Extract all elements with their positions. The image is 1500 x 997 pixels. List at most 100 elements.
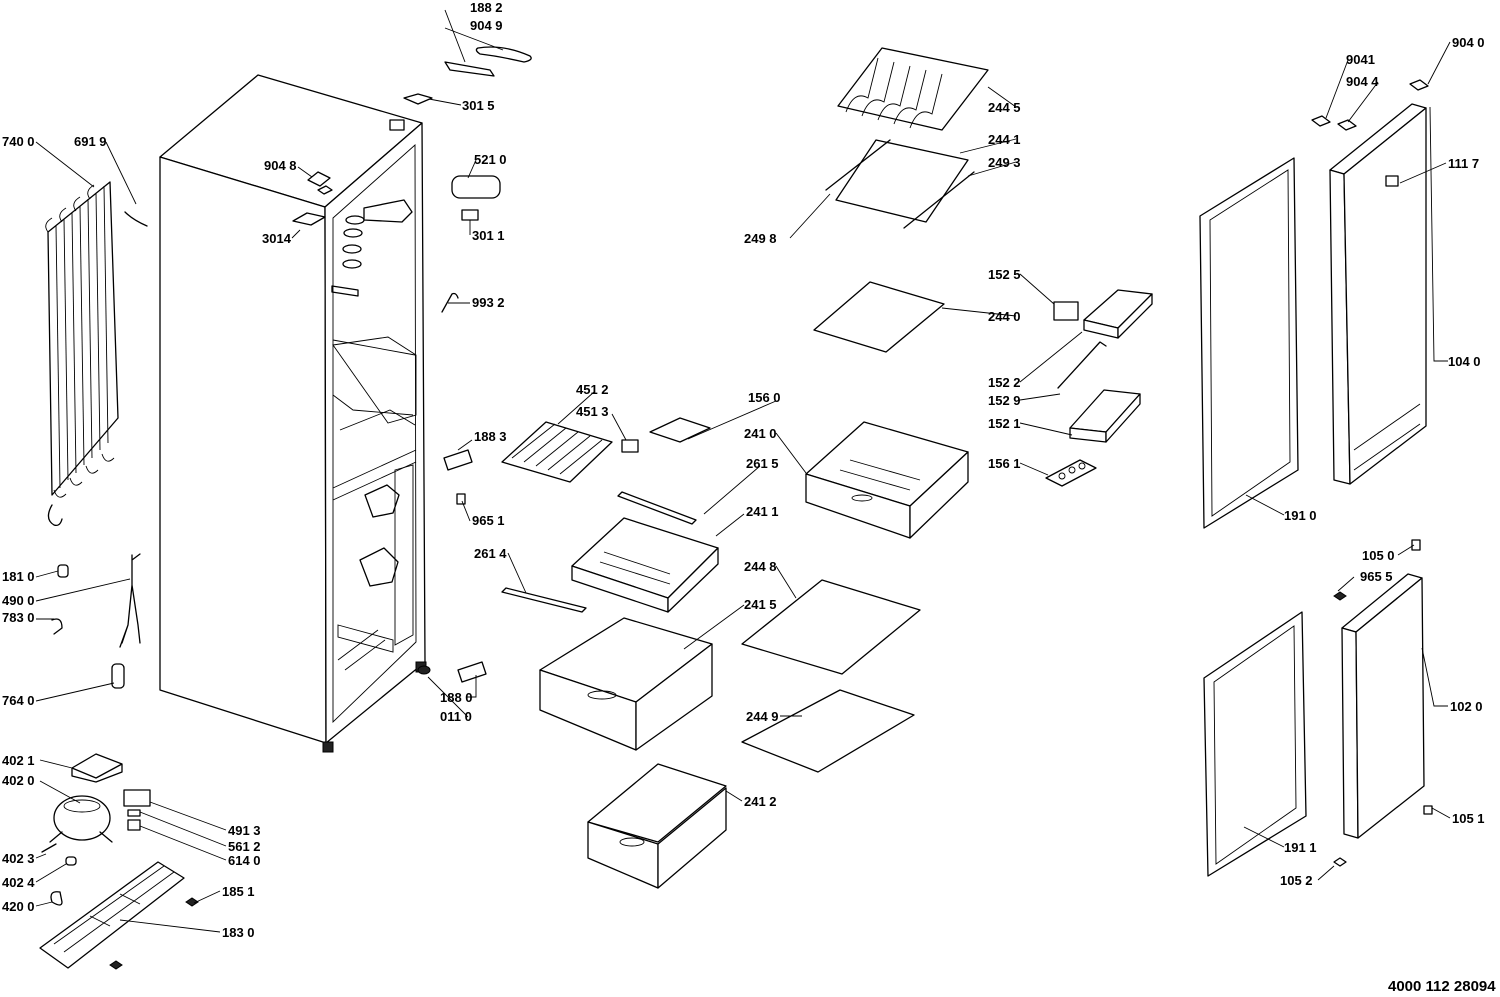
label-244-1: 244 1 (988, 132, 1021, 147)
label-249-3: 249 3 (988, 155, 1021, 170)
cabinet (159, 74, 427, 753)
part-904-8-clip (317, 185, 333, 195)
lower-door-102-0 (1341, 573, 1425, 839)
base-plate (39, 861, 185, 969)
part-188-0 (457, 661, 487, 683)
trim-249-8 (825, 139, 891, 191)
part-011-0 (417, 665, 431, 675)
label-783-0: 783 0 (2, 610, 35, 625)
part-181-0 (57, 564, 69, 578)
label-740-0: 740 0 (2, 134, 35, 149)
part-105-2 (1333, 857, 1347, 867)
label-451-3: 451 3 (576, 404, 609, 419)
label-152-1: 152 1 (988, 416, 1021, 431)
label-105-2: 105 2 (1280, 873, 1313, 888)
part-402-3 (41, 843, 57, 853)
part-614-0 (127, 819, 141, 831)
label-241-0: 241 0 (744, 426, 777, 441)
grid-shelf (501, 421, 613, 483)
part-402-4 (65, 856, 77, 866)
part-183-0-foot (109, 960, 123, 970)
drain-tube (124, 211, 148, 227)
label-965-1: 965 1 (472, 513, 505, 528)
label-402-1: 402 1 (2, 753, 35, 768)
part-402-1 (71, 753, 123, 783)
door-bin-lower (1069, 389, 1141, 443)
part-185-1 (185, 897, 199, 907)
label-241-2: 241 2 (744, 794, 777, 809)
label-614-0: 614 0 (228, 853, 261, 868)
label-904-8: 904 8 (264, 158, 297, 173)
part-152-9 (1057, 341, 1107, 389)
drawer-241-1 (571, 517, 719, 613)
label-402-4: 402 4 (2, 875, 35, 890)
part-904-9 (475, 46, 532, 63)
part-451-3 (621, 439, 639, 453)
ice-tray (649, 417, 711, 443)
drawer-241-0 (805, 421, 969, 539)
label-241-1: 241 1 (746, 504, 779, 519)
drawer-241-2 (587, 763, 727, 889)
label-301-1: 301 1 (472, 228, 505, 243)
label-111-7: 111 7 (1448, 156, 1479, 171)
label-152-5: 152 5 (988, 267, 1021, 282)
label-181-0: 181 0 (2, 569, 35, 584)
label-104-0: 104 0 (1448, 354, 1481, 369)
label-191-1: 191 1 (1284, 840, 1317, 855)
glass-244-0 (813, 281, 945, 353)
label-402-3: 402 3 (2, 851, 35, 866)
label-105-0: 105 0 (1362, 548, 1395, 563)
label-764-0: 764 0 (2, 693, 35, 708)
label-9041: 9041 (1346, 52, 1375, 67)
part-261-5 (617, 491, 697, 525)
label-301-5: 301 5 (462, 98, 495, 113)
part-301-1 (461, 209, 479, 221)
wine-rack-244-5 (837, 47, 989, 131)
label-521-0: 521 0 (474, 152, 507, 167)
label-152-9: 152 9 (988, 393, 1021, 408)
label-156-1: 156 1 (988, 456, 1021, 471)
part-188-2 (444, 61, 495, 77)
door-bin-upper (1083, 289, 1153, 339)
power-cord (119, 553, 141, 648)
part-993-2 (441, 292, 459, 313)
label-490-0: 490 0 (2, 593, 35, 608)
label-965-5: 965 5 (1360, 569, 1393, 584)
label-244-0: 244 0 (988, 309, 1021, 324)
label-402-0: 402 0 (2, 773, 35, 788)
glass-244-8 (741, 579, 921, 675)
door-gasket-191-1 (1203, 611, 1307, 877)
label-183-0: 183 0 (222, 925, 255, 940)
label-011-0: 011 0 (440, 709, 472, 724)
label-241-5: 241 5 (744, 597, 777, 612)
part-152-5 (1053, 301, 1079, 321)
label-244-8: 244 8 (744, 559, 777, 574)
egg-tray-156-1 (1045, 459, 1097, 487)
label-152-2: 152 2 (988, 375, 1021, 390)
label-561-2: 561 2 (228, 839, 261, 854)
part-904-8 (307, 171, 331, 187)
label-993-2: 993 2 (472, 295, 505, 310)
label-3014: 3014 (262, 231, 292, 246)
glass-244-1 (835, 139, 969, 223)
label-188-0: 188 0 (440, 690, 473, 705)
part-783-0 (51, 618, 63, 635)
part-491-3 (123, 789, 151, 807)
part-965-5 (1333, 591, 1347, 601)
drawer-241-5 (539, 617, 713, 751)
part-188-3 (443, 449, 473, 471)
trim-249-3 (903, 171, 975, 229)
label-249-8: 249 8 (744, 231, 777, 246)
part-904-0 (1409, 79, 1429, 91)
part-764-0 (111, 663, 125, 689)
label-102-0: 102 0 (1450, 699, 1483, 714)
label-191-0: 191 0 (1284, 508, 1317, 523)
label-244-9: 244 9 (746, 709, 779, 724)
part-521-0 (451, 175, 501, 199)
label-185-1: 185 1 (222, 884, 255, 899)
callout-labels: 188 2 904 9 301 5 740 0 691 9 904 8 521 … (2, 0, 1485, 940)
glass-244-9 (741, 689, 915, 773)
label-261-4: 261 4 (474, 546, 507, 561)
label-691-9: 691 9 (74, 134, 107, 149)
label-156-0: 156 0 (748, 390, 781, 405)
